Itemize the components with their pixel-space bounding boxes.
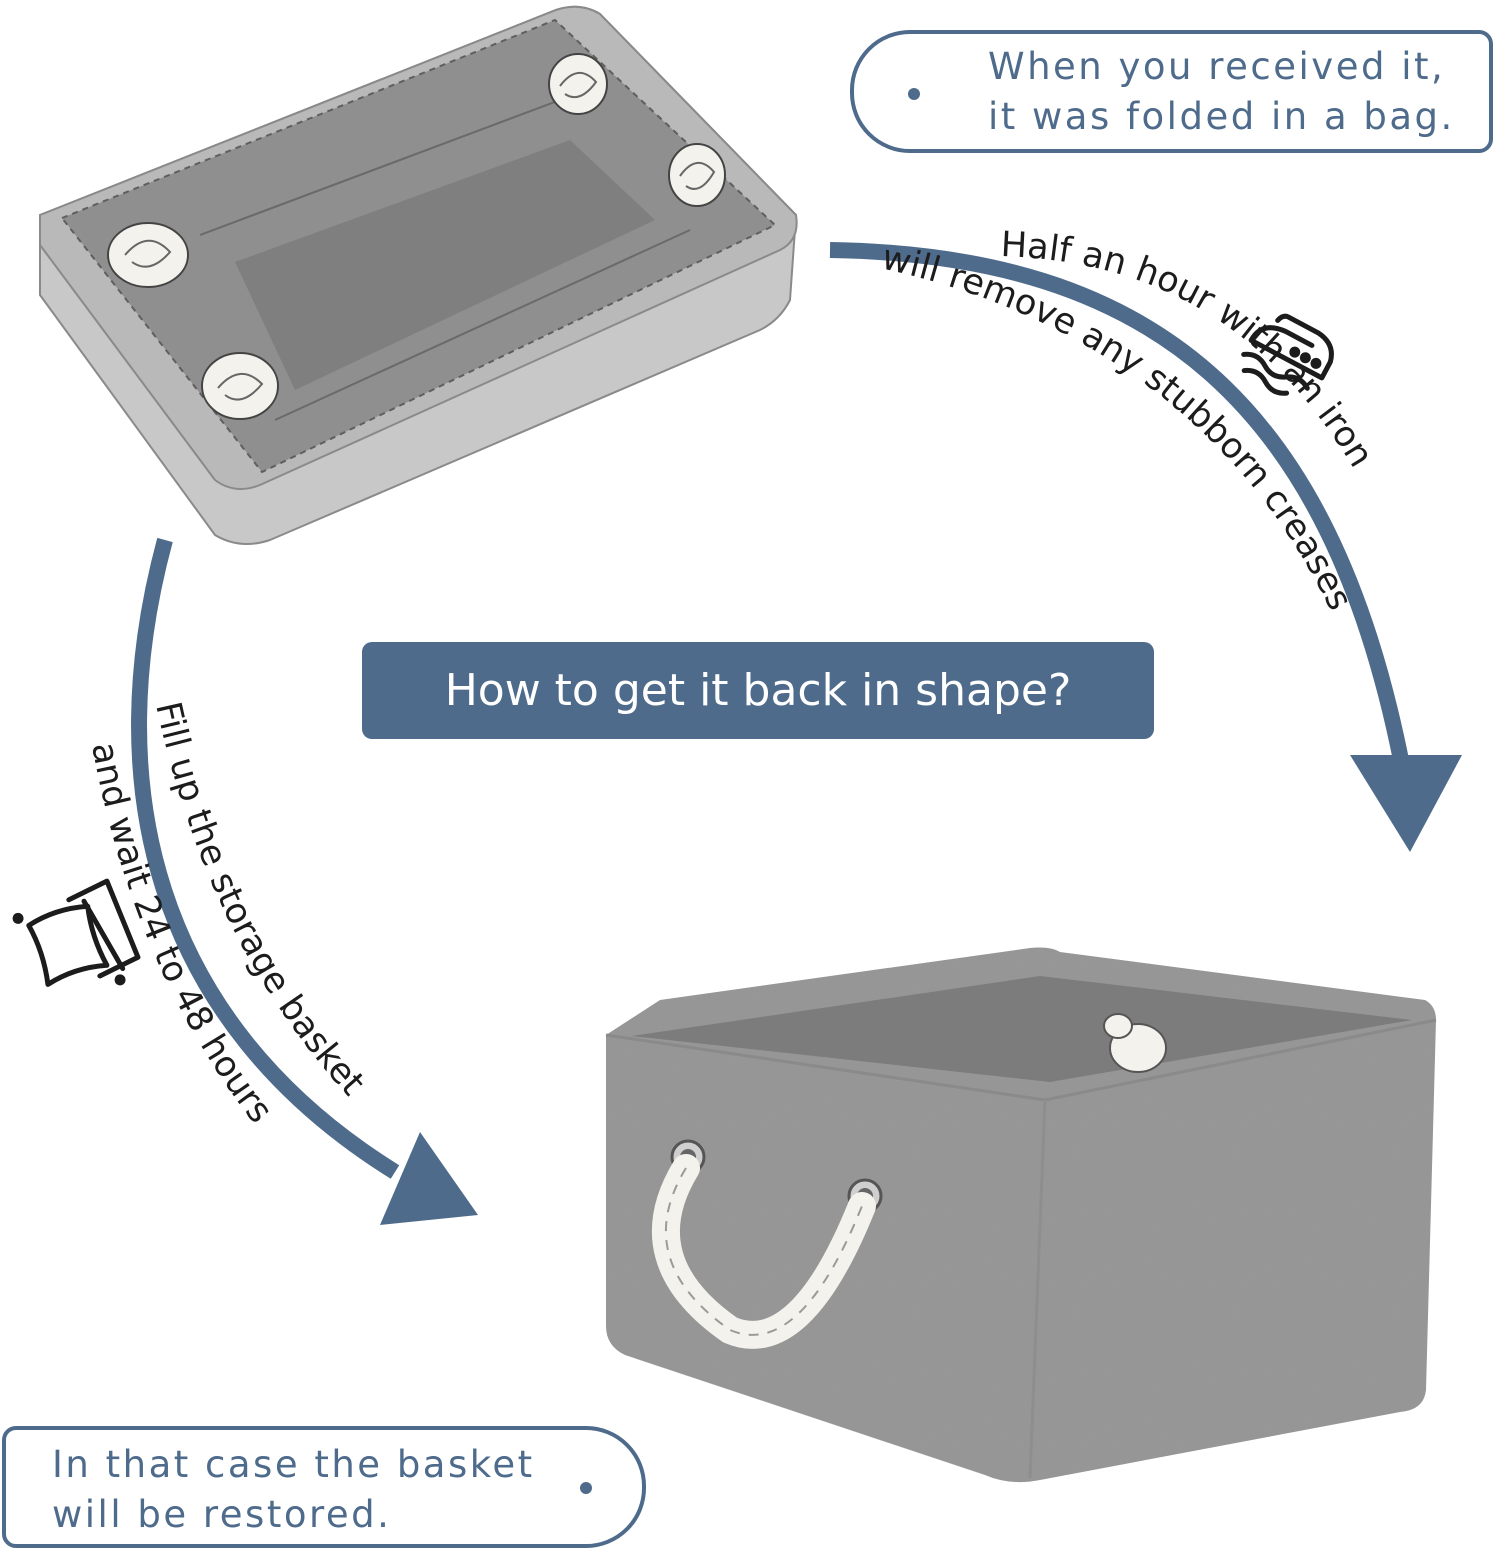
iron-icon — [1241, 313, 1334, 396]
restored-note: In that case the basket will be restored… — [2, 1426, 646, 1548]
received-note: When you received it, it was folded in a… — [850, 30, 1493, 153]
folded-basket-image — [39, 5, 798, 545]
iron-tip-line2: will remove any stubborn creases — [878, 238, 1360, 617]
fill-tip-line1: Fill up the storage basket — [147, 698, 372, 1103]
received-note-text: When you received it, it was folded in a… — [988, 42, 1455, 142]
iron-arrow — [829, 242, 1462, 852]
restored-basket-image — [605, 947, 1437, 1483]
received-note-line2: it was folded in a bag. — [988, 95, 1455, 138]
restored-note-line2: will be restored. — [52, 1493, 392, 1536]
received-note-line1: When you received it, — [988, 45, 1446, 88]
question-banner: How to get it back in shape? — [362, 642, 1154, 739]
restored-note-text: In that case the basket will be restored… — [52, 1440, 535, 1540]
bullet-dot-icon — [908, 88, 920, 100]
pillow-icon — [12, 878, 141, 987]
bullet-dot-icon — [580, 1482, 592, 1494]
fill-arrow — [131, 537, 478, 1225]
restored-note-line1: In that case the basket — [52, 1443, 535, 1486]
